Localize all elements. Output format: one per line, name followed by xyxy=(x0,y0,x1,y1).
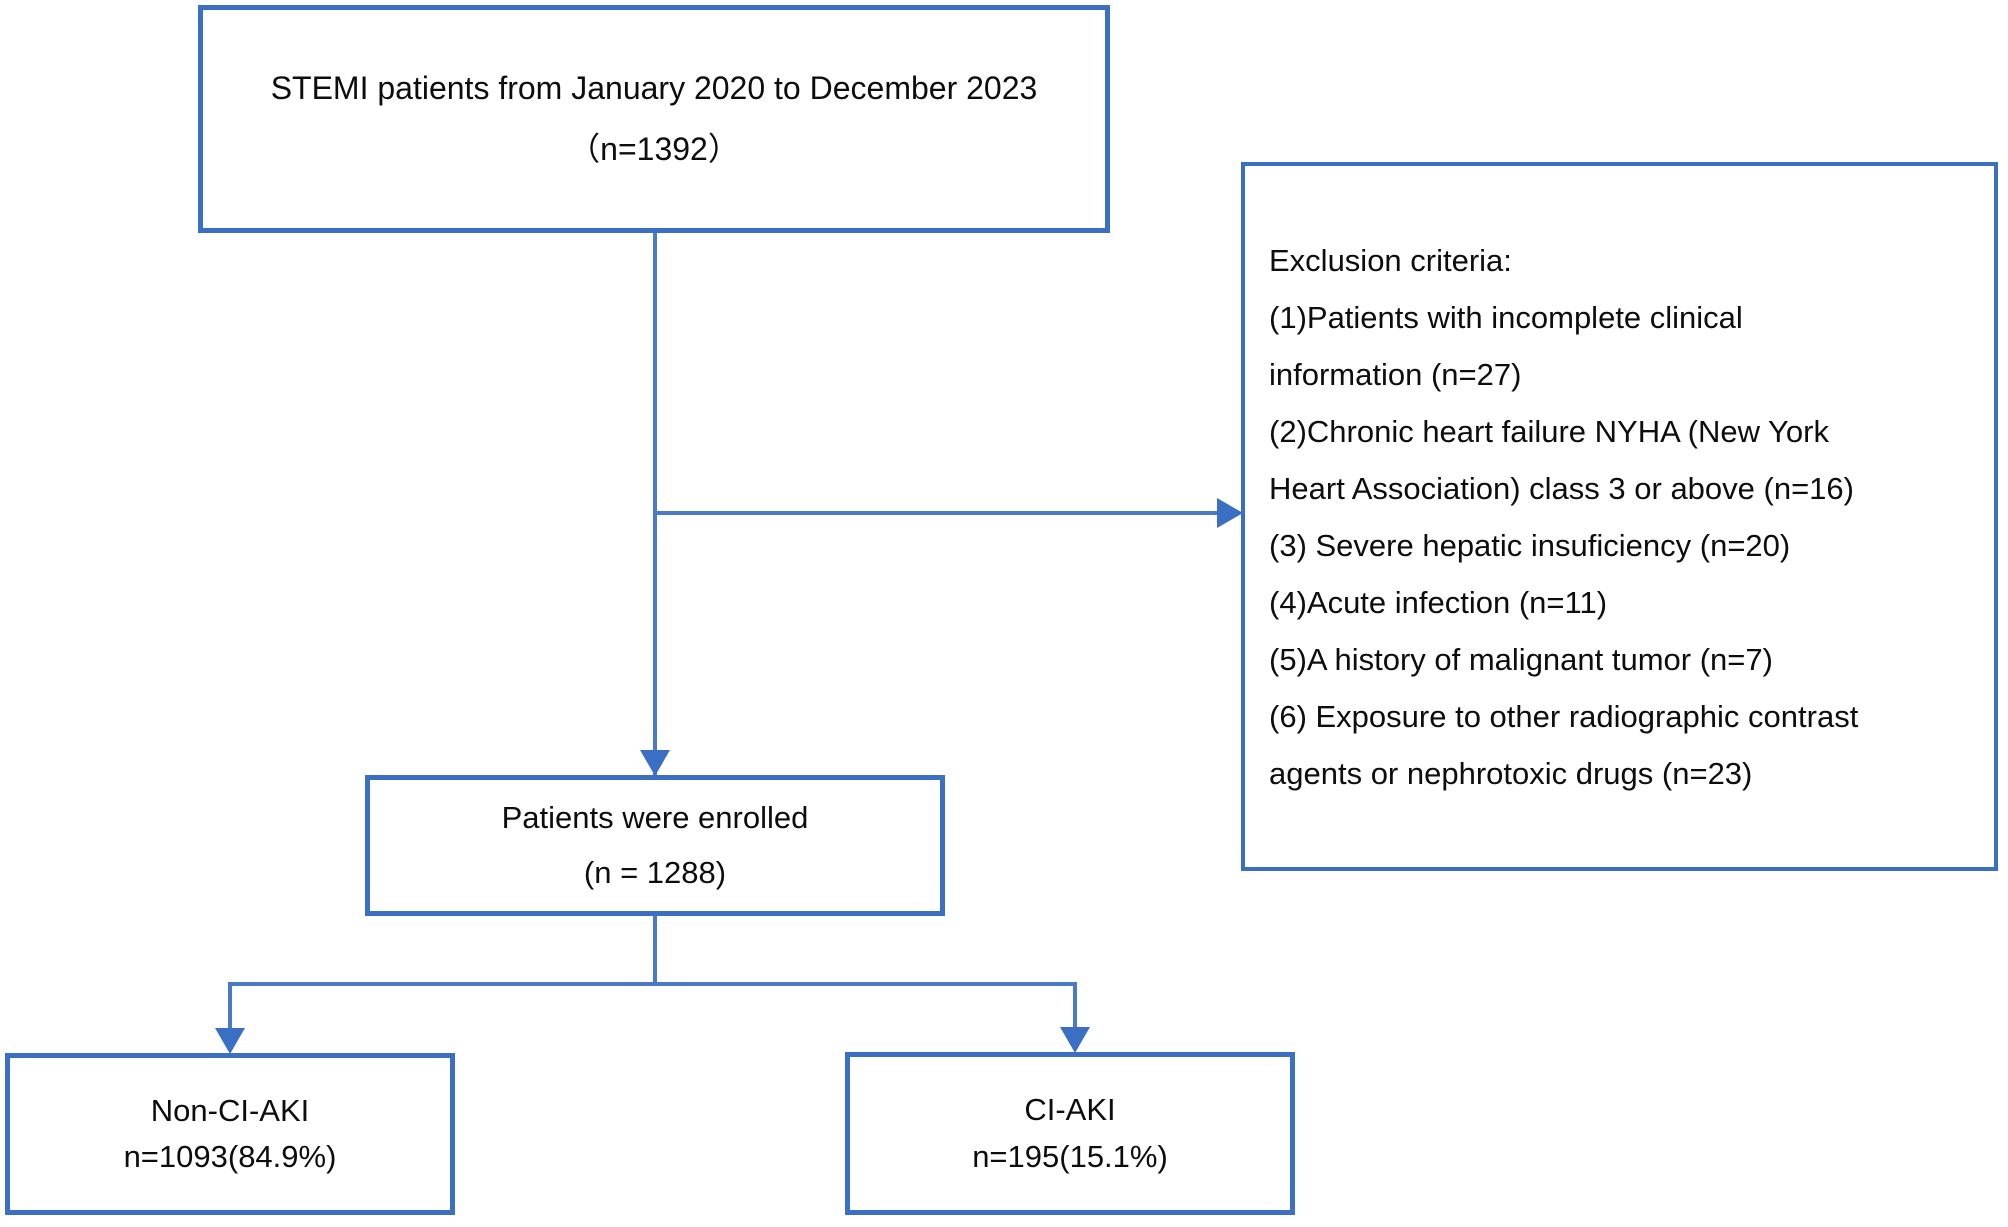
connector-source-to-enrolled xyxy=(653,233,657,775)
source-box-line-1: STEMI patients from January 2020 to Dece… xyxy=(270,70,1038,107)
exclusion-line-7: (5)A history of malignant tumor (n=7) xyxy=(1269,641,1773,677)
connector-enrolled-to-split xyxy=(653,916,657,984)
exclusion-line-2: information (n=27) xyxy=(1269,356,1522,392)
exclusion-criteria-box: Exclusion criteria: (1)Patients with inc… xyxy=(1241,162,1998,871)
enrolled-patients-box: Patients were enrolled (n = 1288) xyxy=(365,775,945,916)
exclusion-line-9: agents or nephrotoxic drugs (n=23) xyxy=(1269,755,1753,791)
exclusion-line-3: (2)Chronic heart failure NYHA (New York xyxy=(1269,413,1829,449)
ci-aki-label: CI-AKI xyxy=(1024,1092,1116,1127)
arrowhead-down-icon-ci-aki xyxy=(1060,1027,1090,1053)
ci-aki-group-box: CI-AKI n=195(15.1%) xyxy=(845,1052,1295,1215)
non-ci-aki-label: Non-CI-AKI xyxy=(150,1092,310,1128)
exclusion-line-1: (1)Patients with incomplete clinical xyxy=(1269,299,1743,335)
connector-split-to-ci-aki xyxy=(1073,982,1077,1029)
connector-to-exclusion-box xyxy=(653,511,1223,515)
source-box-line-2: （n=1392） xyxy=(568,131,740,167)
arrowhead-down-icon-enrolled xyxy=(640,750,670,776)
exclusion-heading: Exclusion criteria: xyxy=(1269,242,1512,278)
connector-split-bar xyxy=(228,982,1077,986)
exclusion-line-8: (6) Exposure to other radiographic contr… xyxy=(1269,698,1859,734)
connector-split-to-non-ci-aki xyxy=(228,982,232,1030)
ci-aki-count: n=195(15.1%) xyxy=(972,1138,1168,1174)
enrolled-box-line-2: (n = 1288) xyxy=(583,854,727,890)
exclusion-line-4: Heart Association) class 3 or above (n=1… xyxy=(1269,470,1854,506)
non-ci-aki-count: n=1093(84.9%) xyxy=(123,1139,337,1174)
enrolled-box-line-1: Patients were enrolled xyxy=(501,800,809,836)
source-population-box: STEMI patients from January 2020 to Dece… xyxy=(198,5,1110,233)
arrowhead-right-icon-exclusion xyxy=(1217,498,1243,528)
non-ci-aki-group-box: Non-CI-AKI n=1093(84.9%) xyxy=(5,1053,455,1215)
exclusion-line-5: (3) Severe hepatic insuficiency (n=20) xyxy=(1269,527,1791,563)
arrowhead-down-icon-non-ci-aki xyxy=(215,1028,245,1054)
exclusion-line-6: (4)Acute infection (n=11) xyxy=(1269,584,1608,620)
